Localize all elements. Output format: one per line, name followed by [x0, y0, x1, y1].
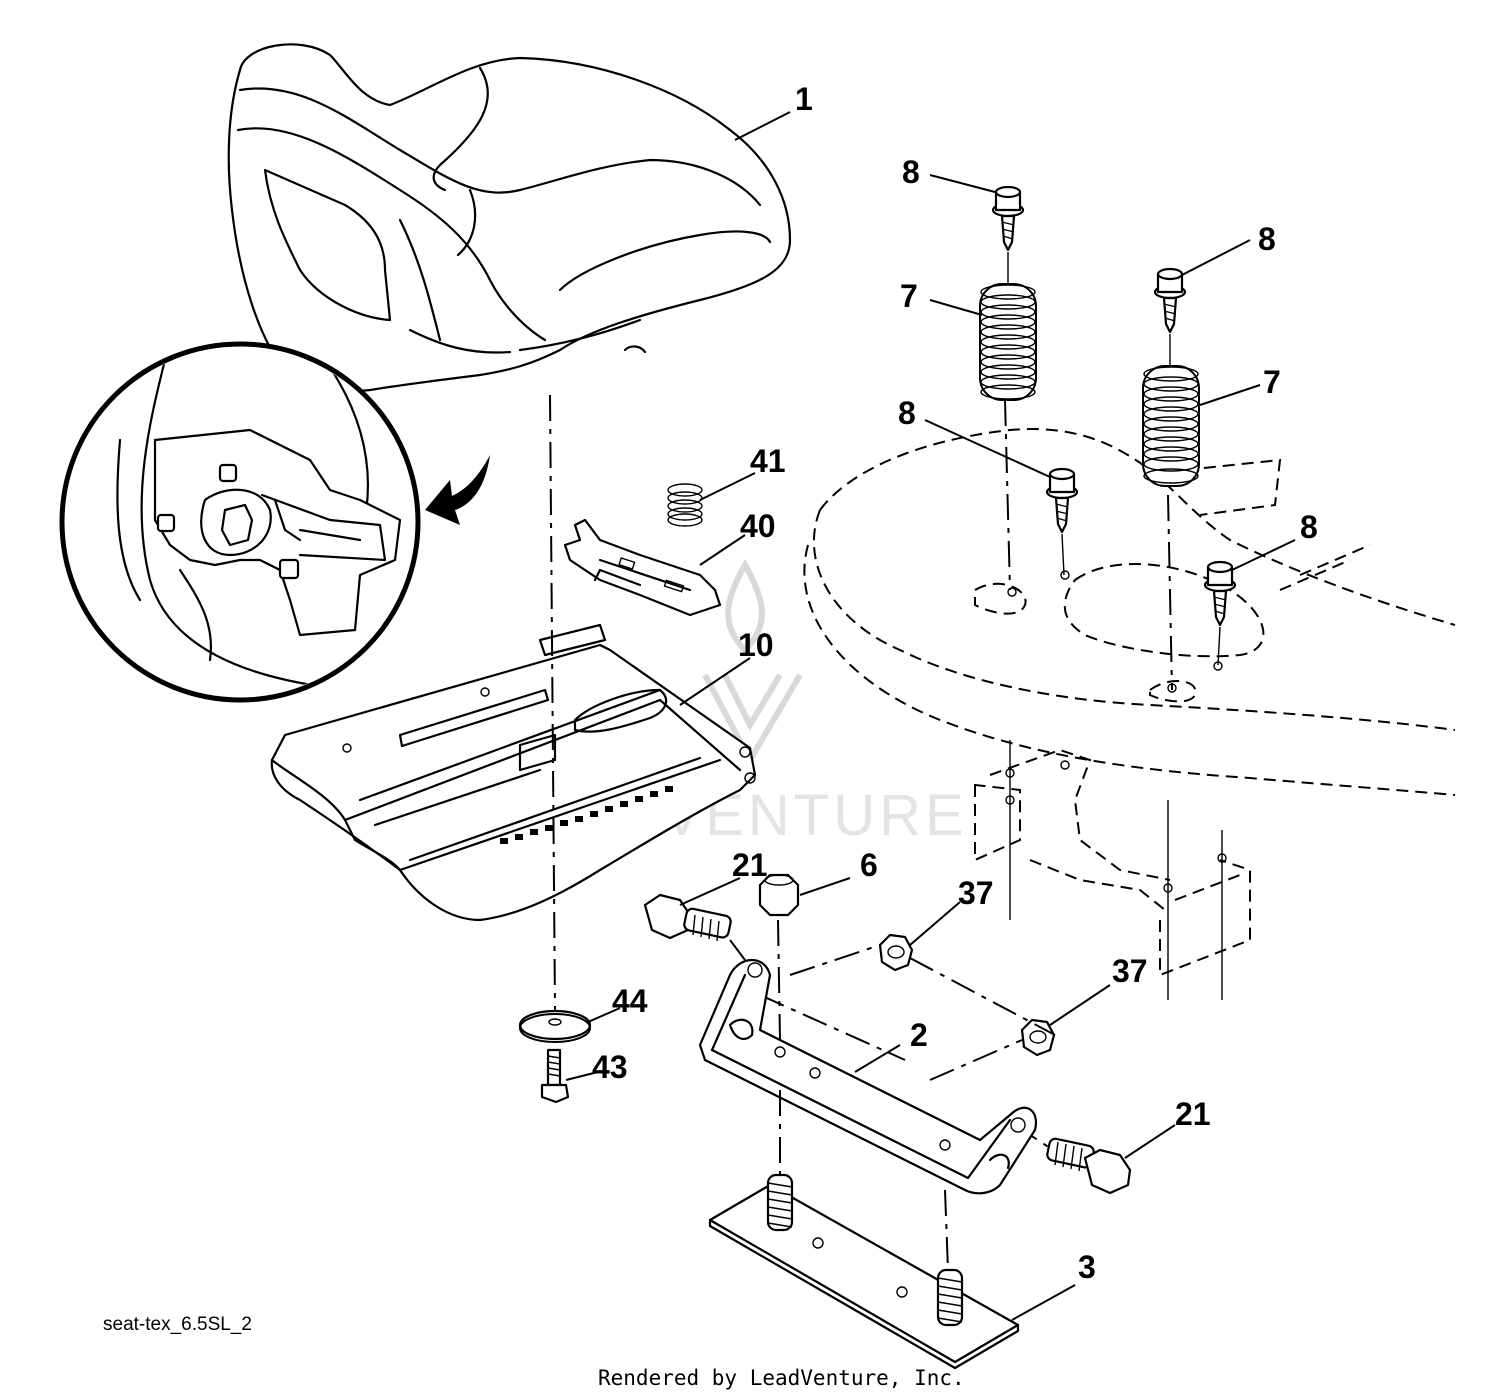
callout-screw-top-right: 8 — [1258, 221, 1276, 257]
drawing-code: seat-tex_6.5SL_2 — [103, 1314, 252, 1335]
screw-top-left — [991, 185, 1025, 252]
screw-top-right — [1153, 267, 1187, 334]
screw-mid-right — [1203, 560, 1237, 627]
callout-screw-top-left: 8 — [902, 154, 920, 190]
knob-bolt — [540, 1048, 570, 1104]
stud-left — [766, 1173, 794, 1232]
pivot-bracket — [698, 959, 1038, 1195]
small-spring — [667, 483, 703, 527]
slide-latch — [563, 518, 722, 617]
stud-right — [936, 1268, 964, 1327]
callout-seat: 1 — [795, 81, 813, 117]
callout-seat-pan: 10 — [738, 627, 774, 663]
callout-screw-mid-right: 8 — [1300, 509, 1318, 545]
render-credit: Rendered by LeadVenture, Inc. — [598, 1366, 965, 1390]
bolt-left — [643, 893, 732, 942]
callout-screw-mid-left: 8 — [898, 395, 916, 431]
callout-spring-right: 7 — [1263, 364, 1281, 400]
nut-right — [1020, 1018, 1056, 1057]
callout-labels: 1 8 8 7 7 8 8 41 40 10 21 6 37 37 44 43 … — [592, 81, 1318, 1285]
callout-pan-plate: 3 — [1078, 1249, 1096, 1285]
callout-washer: 44 — [612, 983, 648, 1019]
callout-nut-right: 37 — [1112, 953, 1148, 989]
callout-spring-left: 7 — [900, 278, 918, 314]
callout-lock-nut: 6 — [860, 847, 878, 883]
detail-magnifier — [59, 341, 490, 703]
callout-bolt-left: 21 — [732, 847, 768, 883]
spring-right — [1142, 365, 1200, 487]
callout-nut-left: 37 — [958, 875, 994, 911]
leader-lines — [565, 111, 1296, 1321]
callout-slide-latch: 40 — [740, 508, 776, 544]
seat-pan — [270, 623, 757, 922]
bolt-right — [1046, 1137, 1132, 1195]
fender-outline — [803, 399, 1456, 796]
nut-left — [878, 933, 914, 972]
frame-bracket — [974, 570, 1251, 1000]
callout-bolt-right: 21 — [1175, 1096, 1211, 1132]
callout-pivot-bracket: 2 — [910, 1017, 928, 1053]
callout-knob-bolt: 43 — [592, 1049, 628, 1085]
screw-mid-left — [1045, 467, 1079, 534]
lock-nut — [758, 873, 800, 917]
callout-small-spring: 41 — [750, 443, 786, 479]
pan-adjust-slots — [500, 786, 673, 844]
pan-plate — [708, 1173, 1020, 1370]
spring-left — [979, 283, 1037, 401]
washer — [518, 1009, 592, 1043]
seat — [227, 43, 792, 393]
